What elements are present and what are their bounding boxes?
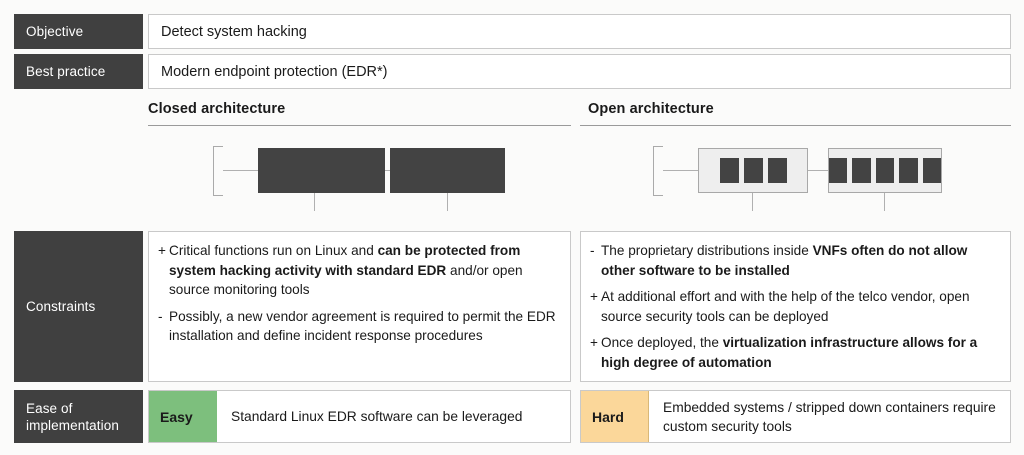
vnf-chip-icon xyxy=(767,158,787,183)
closed-bracket-connector xyxy=(223,170,258,172)
closed-architecture-heading: Closed architecture xyxy=(148,101,286,117)
best-practice-value-text: Modern endpoint protection (EDR*) xyxy=(161,63,388,80)
objective-label-text: Objective xyxy=(26,24,84,39)
constraint-text: Critical functions run on Linux and can … xyxy=(169,243,523,297)
closed-bracket-icon xyxy=(213,146,223,196)
closed-node-interconnect xyxy=(385,170,390,172)
best-practice-label-cell: Best practice xyxy=(14,54,143,89)
constraint-item: +At additional effort and with the help … xyxy=(590,287,1000,326)
constraint-sign: + xyxy=(158,243,166,258)
closed-ease-description: Standard Linux EDR software can be lever… xyxy=(231,409,523,424)
best-practice-value-cell: Modern endpoint protection (EDR*) xyxy=(148,54,1011,89)
constraint-item: +Once deployed, the virtualization infra… xyxy=(590,333,1000,372)
open-architecture-divider xyxy=(580,125,1011,126)
vnf-chip-icon xyxy=(743,158,763,183)
open-ease-wrapper: Hard Embedded systems / stripped down co… xyxy=(580,390,1011,443)
objective-value-text: Detect system hacking xyxy=(161,23,307,40)
closed-architecture-divider xyxy=(148,125,571,126)
closed-monolithic-node-2 xyxy=(390,148,505,193)
best-practice-label-text: Best practice xyxy=(26,64,106,79)
vnf-chip-icon xyxy=(922,158,942,183)
closed-architecture-diagram xyxy=(148,138,571,222)
vnf-chip-icon xyxy=(852,158,871,183)
vnf-chip-icon xyxy=(875,158,895,183)
open-bracket-icon xyxy=(653,146,663,196)
constraint-text: At additional effort and with the help o… xyxy=(601,289,970,324)
constraint-sign: + xyxy=(590,335,598,350)
constraint-item: +Critical functions run on Linux and can… xyxy=(158,241,560,300)
open-ease-badge: Hard xyxy=(581,391,649,442)
open-architecture-heading: Open architecture xyxy=(588,101,714,117)
objective-label-cell: Objective xyxy=(14,14,143,49)
constraint-item: -The proprietary distributions inside VN… xyxy=(590,241,1000,280)
constraint-sign: - xyxy=(590,243,595,258)
open-node-1-stem xyxy=(752,193,754,211)
closed-ease-panel: Easy Standard Linux EDR software can be … xyxy=(148,390,571,443)
constraint-item: -Possibly, a new vendor agreement is req… xyxy=(158,307,560,346)
closed-node-1-stem xyxy=(314,193,316,211)
constraint-text: Possibly, a new vendor agreement is requ… xyxy=(169,308,556,344)
open-constraints-panel: -The proprietary distributions inside VN… xyxy=(580,231,1011,382)
open-bracket-connector xyxy=(663,170,698,172)
constraint-sign: - xyxy=(158,308,163,324)
open-architecture-diagram xyxy=(580,138,1011,222)
constraints-label-text: Constraints xyxy=(26,299,96,314)
constraint-sign: + xyxy=(590,289,598,304)
open-vnf-host-1 xyxy=(698,148,808,193)
objective-value-cell: Detect system hacking xyxy=(148,14,1011,49)
open-node-2-stem xyxy=(884,193,886,211)
constraint-text: The proprietary distributions inside VNF… xyxy=(601,243,968,278)
vnf-chip-icon xyxy=(719,158,739,183)
open-ease-panel: Hard Embedded systems / stripped down co… xyxy=(580,390,1011,443)
vnf-chip-icon xyxy=(828,158,848,183)
constraints-label-cell: Constraints xyxy=(14,231,143,382)
vnf-chip-icon xyxy=(899,158,918,183)
closed-ease-wrapper: Easy Standard Linux EDR software can be … xyxy=(148,390,571,443)
closed-ease-badge: Easy xyxy=(149,391,217,442)
open-node-interconnect xyxy=(808,170,828,172)
open-vnf-host-2 xyxy=(828,148,942,193)
closed-constraints-panel: +Critical functions run on Linux and can… xyxy=(148,231,571,382)
constraint-text: Once deployed, the virtualization infras… xyxy=(601,335,978,370)
closed-monolithic-node-1 xyxy=(258,148,385,193)
open-ease-description: Embedded systems / stripped down contain… xyxy=(663,399,996,434)
closed-node-2-stem xyxy=(447,193,449,211)
